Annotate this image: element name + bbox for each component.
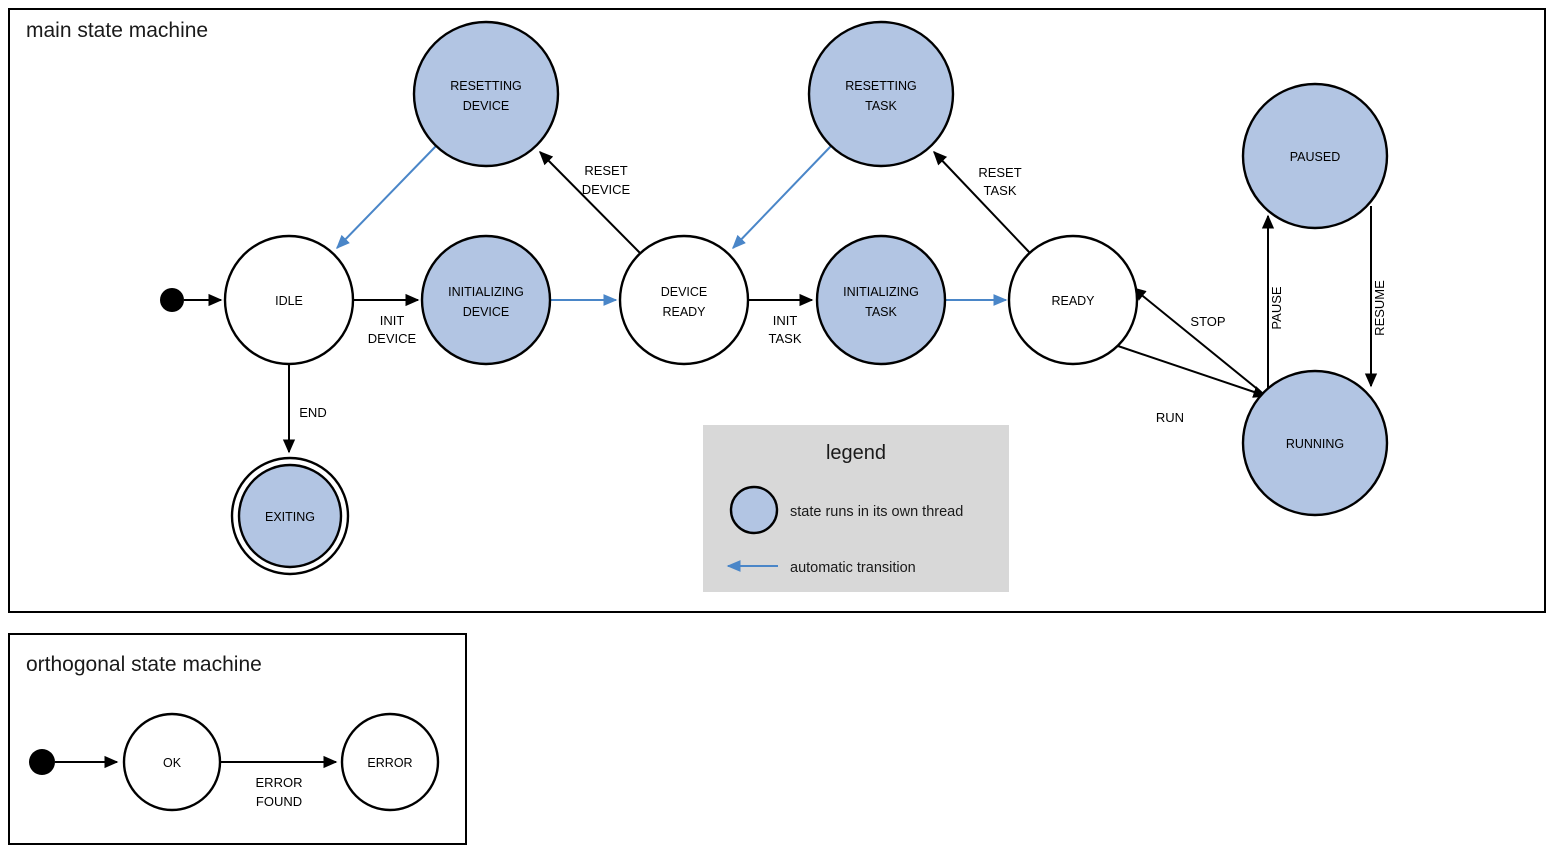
state-device-ready-label-line1: DEVICE — [661, 285, 708, 299]
orthogonal-machine-title: orthogonal state machine — [26, 653, 262, 676]
transition-label-run: RUN — [1156, 410, 1184, 425]
orthogonal-transitions: ERROR FOUND — [55, 755, 338, 809]
main-states: IDLE RESETTING DEVICE INITIALIZING DEVIC… — [223, 20, 1389, 576]
legend-item-thread-label: state runs in its own thread — [790, 504, 963, 520]
state-device-ready-shape[interactable] — [618, 234, 750, 366]
state-error-shape[interactable] — [340, 712, 440, 812]
transition-label-stop: STOP — [1190, 314, 1225, 329]
transition-label-end: END — [299, 405, 326, 420]
legend: legend state runs in its own thread auto… — [703, 425, 1009, 592]
state-idle[interactable]: IDLE — [223, 234, 355, 366]
state-paused-label: PAUSED — [1290, 150, 1340, 164]
transition-resetting-device-to-idle — [336, 145, 437, 250]
main-state-machine-panel: main state machine INIT DEVICE RESET DEV… — [8, 8, 1546, 613]
state-ok-shape[interactable] — [122, 712, 222, 812]
state-ok-label: OK — [163, 756, 182, 770]
transition-label-error-found-line1: ERROR — [256, 775, 303, 790]
state-resetting-task-label-line2: TASK — [865, 99, 897, 113]
state-ready-label: READY — [1051, 294, 1095, 308]
state-resetting-task[interactable]: RESETTING TASK — [807, 20, 955, 168]
state-initializing-device-label-line1: INITIALIZING — [448, 285, 524, 299]
state-exiting-label: EXITING — [265, 510, 315, 524]
transition-label-init-device-line1: INIT — [380, 313, 405, 328]
transition-label-reset-task-line1: RESET — [978, 165, 1021, 180]
state-resetting-task-label-line1: RESETTING — [845, 79, 917, 93]
state-exiting-shape[interactable] — [237, 463, 343, 569]
main-transitions: INIT DEVICE RESET DEVICE INIT TASK RESET… — [184, 145, 1387, 454]
start-node-orthogonal — [29, 749, 55, 775]
transition-label-resume: RESUME — [1372, 280, 1387, 336]
state-device-ready[interactable]: DEVICE READY — [618, 234, 750, 366]
state-ready-shape[interactable] — [1007, 234, 1139, 366]
orthogonal-states: OK ERROR — [122, 712, 440, 812]
state-resetting-device-label-line1: RESETTING — [450, 79, 522, 93]
transition-label-reset-device-line2: DEVICE — [582, 182, 631, 197]
state-initializing-task[interactable]: INITIALIZING TASK — [815, 234, 947, 366]
state-paused[interactable]: PAUSED — [1241, 82, 1389, 230]
transition-running-to-ready — [1131, 287, 1262, 393]
state-initializing-task-label-line2: TASK — [865, 305, 897, 319]
state-resetting-device[interactable]: RESETTING DEVICE — [412, 20, 560, 168]
transition-label-init-device-line2: DEVICE — [368, 331, 417, 346]
state-initializing-device[interactable]: INITIALIZING DEVICE — [420, 234, 552, 366]
orthogonal-state-machine-panel: orthogonal state machine ERROR FOUND OK … — [8, 633, 467, 845]
state-resetting-device-shape[interactable] — [412, 20, 560, 168]
state-error-label: ERROR — [367, 756, 412, 770]
transition-label-init-task-line1: INIT — [773, 313, 798, 328]
start-node-main — [160, 288, 184, 312]
legend-thread-state-swatch-icon — [729, 485, 779, 535]
state-initializing-task-label-line1: INITIALIZING — [843, 285, 919, 299]
legend-item-auto-label: automatic transition — [790, 560, 916, 576]
transition-label-error-found-line2: FOUND — [256, 794, 302, 809]
state-running-label: RUNNING — [1286, 437, 1344, 451]
state-running-shape[interactable] — [1241, 369, 1389, 517]
transition-label-reset-device-line1: RESET — [584, 163, 627, 178]
state-idle-label: IDLE — [275, 294, 303, 308]
state-paused-shape[interactable] — [1241, 82, 1389, 230]
transition-ready-to-running — [1117, 345, 1268, 398]
state-initializing-device-shape[interactable] — [420, 234, 552, 366]
state-running[interactable]: RUNNING — [1241, 369, 1389, 517]
state-initializing-task-shape[interactable] — [815, 234, 947, 366]
state-resetting-task-shape[interactable] — [807, 20, 955, 168]
transition-resetting-task-to-device-ready — [732, 145, 832, 250]
state-error[interactable]: ERROR — [340, 712, 440, 812]
transition-device-ready-to-resetting-device — [539, 151, 641, 254]
state-ok[interactable]: OK — [122, 712, 222, 812]
main-machine-title: main state machine — [26, 19, 208, 42]
transition-label-reset-task-line2: TASK — [984, 183, 1017, 198]
state-resetting-device-label-line2: DEVICE — [463, 99, 510, 113]
state-exiting[interactable]: EXITING — [230, 456, 350, 576]
transition-label-init-task-line2: TASK — [769, 331, 802, 346]
state-device-ready-label-line2: READY — [662, 305, 706, 319]
transition-ready-to-resetting-task — [933, 150, 1031, 254]
state-initializing-device-label-line2: DEVICE — [463, 305, 510, 319]
state-idle-shape[interactable] — [223, 234, 355, 366]
legend-title: legend — [826, 442, 886, 464]
transition-label-pause: PAUSE — [1269, 286, 1284, 329]
state-ready[interactable]: READY — [1007, 234, 1139, 366]
